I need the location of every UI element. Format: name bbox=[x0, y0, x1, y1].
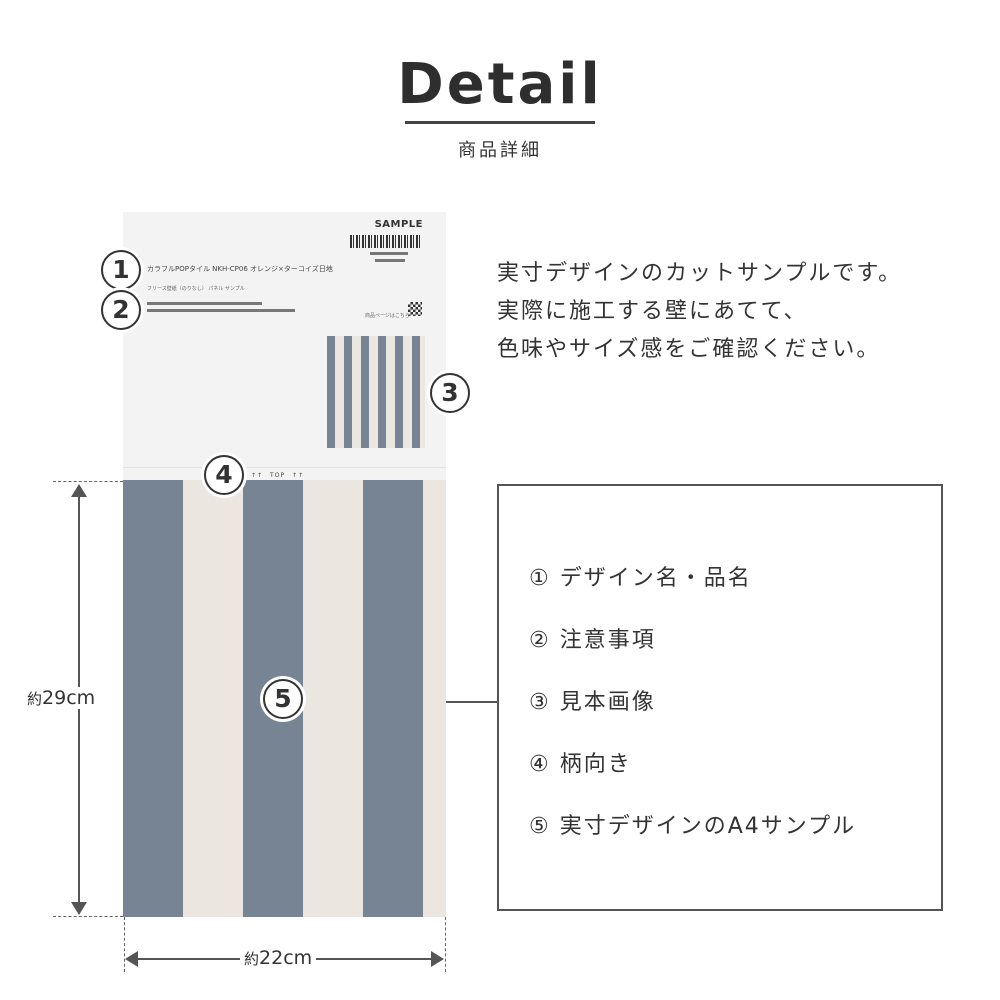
description-line: 実際に施工する壁にあてて、 bbox=[497, 299, 808, 324]
height-value: 29cm bbox=[42, 687, 96, 709]
sample-note: フリース壁紙（のりなし） パネル サンプル bbox=[147, 286, 245, 292]
dimension-guide-right bbox=[445, 917, 446, 972]
width-prefix: 約 bbox=[244, 950, 260, 968]
marker-5: 5 bbox=[263, 679, 303, 719]
marker-3: 3 bbox=[430, 373, 470, 413]
page-subtitle: 商品詳細 bbox=[458, 140, 542, 161]
sample-card: SAMPLE カラフルPOPタイル NKH-CP06 オレンジ×ターコイズ日地 … bbox=[123, 212, 446, 467]
legend-item: ③ 見本画像 bbox=[529, 690, 656, 715]
arrow-left-icon bbox=[125, 951, 138, 967]
dimension-guide-top bbox=[53, 481, 123, 482]
description-line: 実寸デザインのカットサンプルです。 bbox=[497, 261, 903, 286]
page-title: Detail bbox=[397, 52, 603, 117]
marker-4: 4 bbox=[204, 455, 244, 495]
caution-line bbox=[147, 302, 262, 305]
qr-note: 商品ページはこちら bbox=[365, 313, 410, 319]
marker-2: 2 bbox=[101, 290, 141, 330]
top-direction-mark: ↑↑ TOP ↑↑ bbox=[251, 472, 305, 479]
height-label: 約29cm bbox=[27, 687, 96, 709]
qr-code-icon bbox=[408, 302, 422, 316]
description-line: 色味やサイズ感をご確認ください。 bbox=[497, 337, 881, 362]
legend-item: ⑤ 実寸デザインのA4サンプル bbox=[529, 814, 857, 839]
legend-item: ① デザイン名・品名 bbox=[529, 566, 752, 591]
pattern-direction-strip: ↑↑ TOP ↑↑ bbox=[123, 467, 446, 481]
sample-label: SAMPLE bbox=[374, 219, 423, 230]
legend-item: ② 注意事項 bbox=[529, 628, 656, 653]
width-label: 約22cm bbox=[240, 947, 317, 969]
barcode-icon bbox=[350, 235, 422, 248]
sample-image bbox=[327, 336, 425, 448]
marker-1: 1 bbox=[101, 250, 141, 290]
arrow-down-icon bbox=[71, 902, 87, 915]
arrow-up-icon bbox=[71, 484, 87, 497]
dimension-guide-left bbox=[124, 917, 125, 972]
caution-line bbox=[147, 309, 295, 312]
legend-item: ④ 柄向き bbox=[529, 752, 632, 777]
dimension-guide-bottom bbox=[53, 916, 123, 917]
arrow-right-icon bbox=[431, 951, 444, 967]
legend-box: ① デザイン名・品名 ② 注意事項 ③ 見本画像 ④ 柄向き ⑤ 実寸デザインの… bbox=[497, 484, 943, 911]
title-underline bbox=[405, 121, 595, 124]
product-name: カラフルPOPタイル NKH-CP06 オレンジ×ターコイズ日地 bbox=[147, 265, 333, 273]
width-value: 22cm bbox=[259, 947, 313, 969]
height-prefix: 約 bbox=[27, 690, 43, 708]
legend-connector bbox=[446, 701, 497, 703]
code-line bbox=[375, 259, 405, 262]
code-line bbox=[370, 252, 408, 255]
description: 実寸デザインのカットサンプルです。 実際に施工する壁にあてて、 色味やサイズ感を… bbox=[497, 255, 977, 369]
